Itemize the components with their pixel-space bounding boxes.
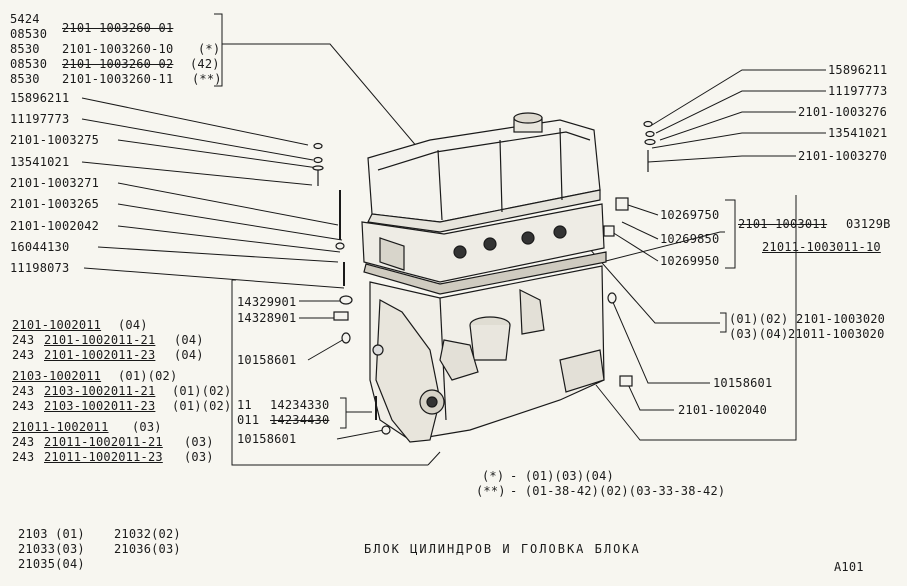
right-label-13541021: 13541021: [828, 126, 888, 140]
label-16044130: 16044130: [10, 240, 70, 254]
right-label-15896211: 15896211: [828, 63, 888, 77]
block-right-codes-2: (03)(04): [729, 327, 789, 341]
bl-part-14234330: 14234330: [270, 398, 330, 412]
head-code-03129B: 03129B: [846, 217, 891, 231]
block-qty-6: 243: [12, 399, 35, 413]
footnote-text-1: - (01)(03)(04): [510, 469, 614, 483]
block-part-2103: 2103-1002011: [12, 369, 102, 383]
right-label-2101-1003270: 2101-1003270: [798, 149, 888, 163]
block-right-part-21011-1003020: 21011-1003020: [788, 327, 885, 341]
block-qty-9: 243: [12, 450, 35, 464]
label-14328901: 14328901: [237, 311, 297, 325]
block-note-9: (03): [184, 450, 214, 464]
right-label-10269750: 10269750: [660, 208, 720, 222]
right-label-10158601: 10158601: [713, 376, 773, 390]
block-qty-8: 243: [12, 435, 35, 449]
prefix-1: 5424: [10, 12, 40, 26]
label-15896211: 15896211: [10, 91, 70, 105]
prefix-2: 08530: [10, 27, 48, 41]
part-2101-1003260-01: 2101-1003260-01: [62, 21, 174, 35]
block-part-21011-23: 21011-1002011-23: [44, 450, 163, 464]
label-2101-1002042: 2101-1002042: [10, 219, 100, 233]
prefix-5: 8530: [10, 72, 40, 86]
block-note-1: (04): [118, 318, 148, 332]
right-label-11197773: 11197773: [828, 84, 888, 98]
label-10158601-bottom: 10158601: [237, 432, 297, 446]
block-note-6: (01)(02): [172, 399, 232, 413]
page-title: БЛОК ЦИЛИНДРОВ И ГОЛОВКА БЛОКА: [364, 542, 641, 556]
label-10158601-mid: 10158601: [237, 353, 297, 367]
block-right-part-2101-1003020: 2101-1003020: [796, 312, 886, 326]
label-2101-1003275: 2101-1003275: [10, 133, 100, 147]
label-11198073: 11198073: [10, 261, 70, 275]
block-note-8: (03): [184, 435, 214, 449]
block-note-3: (04): [174, 348, 204, 362]
bl-part-14234430: 14234430: [270, 413, 330, 427]
part-2101-1003260-11: 2101-1003260-11: [62, 72, 174, 86]
block-part-2101-23: 2101-1002011-23: [44, 348, 156, 362]
label-2101-1003265: 2101-1003265: [10, 197, 100, 211]
note-double-star: (**): [192, 72, 222, 86]
block-qty-5: 243: [12, 384, 35, 398]
label-2101-1003271: 2101-1003271: [10, 176, 100, 190]
block-qty-3: 243: [12, 348, 35, 362]
footnote-key-2: (**): [476, 484, 506, 498]
block-part-2101-21: 2101-1002011-21: [44, 333, 156, 347]
block-note-4: (01)(02): [118, 369, 178, 383]
block-note-5: (01)(02): [172, 384, 232, 398]
bl-qty-2: 011: [237, 413, 260, 427]
block-part-21011-21: 21011-1002011-21: [44, 435, 163, 449]
label-13541021: 13541021: [10, 155, 70, 169]
block-part-2101: 2101-1002011: [12, 318, 102, 332]
head-part-21011-1003011-10: 21011-1003011-10: [762, 240, 881, 254]
model-21035: 21035(04): [18, 557, 85, 571]
page-code: A101: [834, 560, 864, 574]
prefix-3: 8530: [10, 42, 40, 56]
prefix-4: 08530: [10, 57, 48, 71]
right-label-2101-1002040: 2101-1002040: [678, 403, 768, 417]
footnote-key-1: (*): [482, 469, 505, 483]
model-21032: 21032(02): [114, 527, 181, 541]
model-2103: 2103 (01): [18, 527, 85, 541]
part-2101-1003260-10: 2101-1003260-10: [62, 42, 174, 56]
block-part-2103-23: 2103-1002011-23: [44, 399, 156, 413]
label-14329901: 14329901: [237, 295, 297, 309]
block-part-21011: 21011-1002011: [12, 420, 109, 434]
note-42: (42): [190, 57, 220, 71]
model-21036: 21036(03): [114, 542, 181, 556]
model-21033: 21033(03): [18, 542, 85, 556]
block-note-2: (04): [174, 333, 204, 347]
block-note-7: (03): [132, 420, 162, 434]
label-11197773: 11197773: [10, 112, 70, 126]
right-label-10269850: 10269850: [660, 232, 720, 246]
block-part-2103-21: 2103-1002011-21: [44, 384, 156, 398]
part-2101-1003260-02: 2101-1003260-02: [62, 57, 174, 71]
right-label-2101-1003276: 2101-1003276: [798, 105, 888, 119]
block-right-codes-1: (01)(02): [729, 312, 789, 326]
bl-qty-1: 11: [237, 398, 252, 412]
right-label-10269950: 10269950: [660, 254, 720, 268]
block-qty-2: 243: [12, 333, 35, 347]
head-part-2101-1003011: 2101-1003011: [738, 217, 828, 231]
note-star: (*): [198, 42, 221, 56]
footnote-text-2: - (01-38-42)(02)(03-33-38-42): [510, 484, 726, 498]
